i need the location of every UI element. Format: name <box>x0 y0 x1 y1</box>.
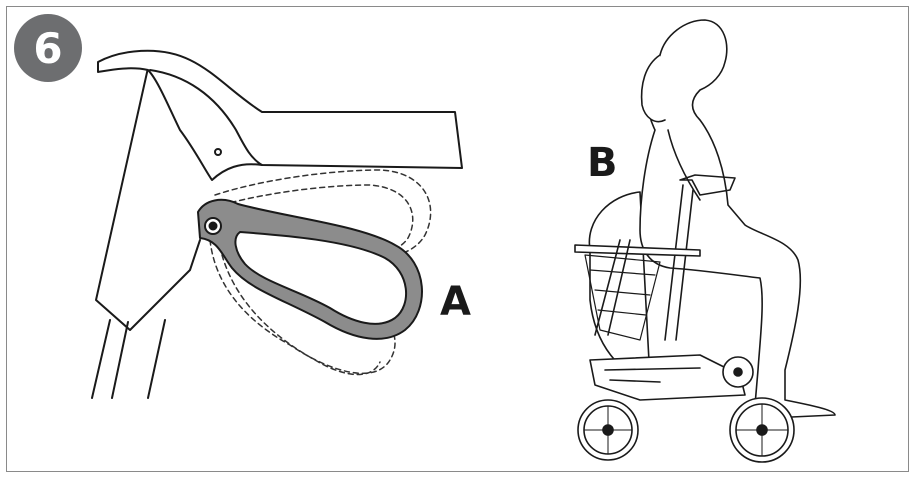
step-number-badge: 6 <box>14 14 82 82</box>
brake-lever-opening <box>234 231 408 325</box>
rollator-scene <box>574 19 836 463</box>
arm <box>667 129 701 201</box>
ponytail <box>640 54 666 123</box>
handle-detail <box>91 49 463 399</box>
screw-dot <box>214 148 222 156</box>
rollator-lower-frame <box>589 354 746 401</box>
rollator-seat <box>574 244 701 257</box>
rear-wheel <box>722 356 754 388</box>
label-b: B <box>587 140 618 186</box>
rollator-rear-post <box>594 239 631 336</box>
front-wheel-right <box>729 397 795 463</box>
label-a: A <box>440 279 471 325</box>
rollator-basket <box>584 254 661 341</box>
tube-lower <box>91 319 166 399</box>
frame-tube <box>95 67 201 331</box>
person <box>639 19 836 419</box>
rollator-frame <box>679 174 736 196</box>
lever-alt-position-4 <box>221 254 381 376</box>
front-wheel-left <box>577 399 639 461</box>
rollator-handle-post <box>664 184 694 341</box>
